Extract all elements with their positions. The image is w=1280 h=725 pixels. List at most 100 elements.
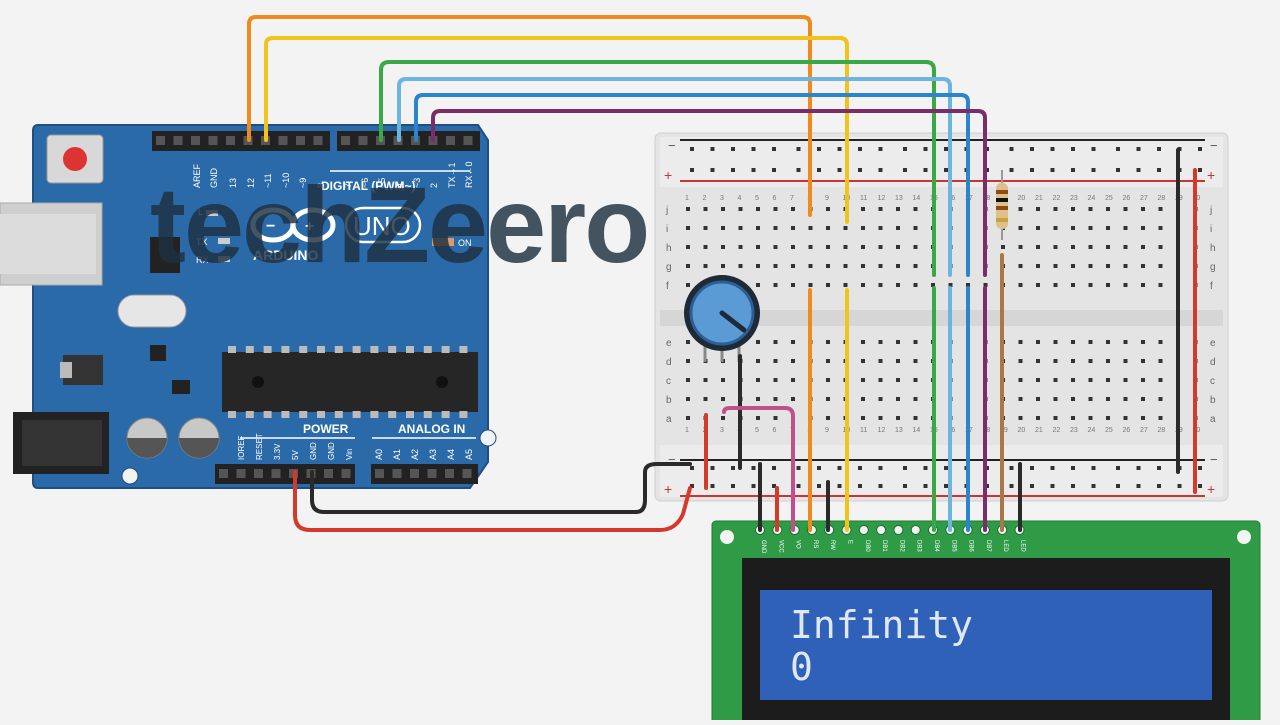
column-number-bottom: 12 (878, 427, 886, 434)
lcd-pin (858, 525, 869, 535)
power-pin-label: Vin (345, 449, 354, 460)
ic-pin (245, 346, 254, 353)
bb-hole (913, 416, 918, 420)
rail-hole (1071, 147, 1075, 151)
bb-hole (721, 207, 725, 211)
bb-hole (896, 378, 900, 382)
row-letter-left: h (666, 243, 672, 254)
bb-hole (773, 245, 778, 249)
analog-pin-label: A0 (374, 449, 384, 460)
bb-hole (1036, 340, 1040, 344)
bb-hole (1053, 359, 1058, 363)
ic-pin (317, 346, 325, 353)
header-hole (324, 469, 333, 478)
bb-hole (913, 378, 918, 382)
bb-hole (1106, 245, 1110, 249)
column-number-bottom: 6 (773, 427, 777, 434)
ic-pin (281, 346, 290, 353)
ic-pin (406, 346, 414, 353)
digital-pin-label: ~10 (281, 173, 291, 188)
bb-hole (878, 378, 883, 382)
bb-hole (913, 245, 918, 249)
column-number-bottom: 13 (895, 427, 903, 434)
bb-hole (721, 378, 725, 382)
bb-hole (1141, 283, 1145, 287)
bb-hole (1018, 378, 1023, 382)
wire-blue-pin3 (414, 93, 970, 532)
rail-hole (944, 466, 948, 470)
rail-hole (1177, 484, 1182, 488)
column-number-bottom: 3 (720, 427, 724, 434)
bb-hole (1053, 207, 1058, 211)
bb-hole (756, 245, 760, 249)
rail-hole (710, 466, 715, 470)
bb-hole (756, 226, 760, 230)
bb-hole (1106, 340, 1110, 344)
rail-hole (837, 466, 842, 470)
power-pin-label: GND (327, 442, 336, 460)
rail-hole (944, 168, 948, 172)
rail-hole (1009, 484, 1014, 488)
usb-interface-chip (150, 237, 180, 273)
column-number-top: 23 (1070, 195, 1078, 202)
row-letter-left: b (666, 395, 672, 406)
rail-hole (1050, 168, 1055, 172)
bb-hole (1053, 264, 1058, 268)
ic-pin (299, 346, 308, 353)
arduino-uno-board[interactable]: DIGITAL (PWM~) POWER ANALOG IN − + UNO A… (0, 124, 497, 489)
bb-hole (1053, 226, 1058, 230)
lcd-pin-label: LED (1020, 540, 1026, 552)
top-power-rail (660, 137, 1223, 187)
digital-pin-label: 13 (228, 178, 238, 188)
header-hole (173, 136, 183, 145)
bb-hole (756, 283, 760, 287)
tx-label: TX (196, 237, 208, 247)
analog-pin-label: A1 (392, 449, 402, 460)
digital-pin-label: 7 (343, 183, 353, 188)
lcd-pin-label: GND (760, 540, 766, 554)
lcd-pin-label: LED (1002, 540, 1008, 552)
bb-hole (843, 226, 848, 230)
led-on (432, 238, 454, 246)
header-hole (375, 469, 384, 478)
bb-hole (738, 226, 743, 230)
column-number-bottom: 26 (1123, 427, 1131, 434)
bb-hole (1088, 207, 1093, 211)
bb-hole (861, 340, 865, 344)
lcd-pin-label: DB4 (933, 540, 939, 552)
bb-hole (756, 378, 760, 382)
bb-hole (861, 378, 865, 382)
bb-hole (1018, 207, 1023, 211)
bb-hole (861, 283, 865, 287)
bb-hole (1088, 283, 1093, 287)
rail-hole (1009, 466, 1014, 470)
bb-hole (791, 264, 795, 268)
small-chip (150, 345, 166, 361)
rail-hole (1091, 466, 1096, 470)
top-plus-right: + (1207, 167, 1215, 183)
bb-hole (1141, 264, 1145, 268)
ic-dot (436, 376, 448, 388)
header-hole (341, 136, 350, 145)
bb-hole (1088, 264, 1093, 268)
bb-hole (913, 283, 918, 287)
wire-green-pin5 (379, 60, 936, 532)
bb-hole (1001, 245, 1005, 249)
bb-hole (826, 226, 830, 230)
column-number-top: 1 (685, 195, 689, 202)
bb-hole (808, 226, 813, 230)
bb-hole (1123, 340, 1128, 344)
bb-hole (791, 283, 795, 287)
column-number-top: 4 (738, 195, 742, 202)
rail-hole (1009, 168, 1014, 172)
lcd-pin-label: DB6 (968, 540, 974, 552)
bb-hole (896, 207, 900, 211)
digital-pwm-label: DIGITAL (PWM~) (321, 179, 416, 193)
potentiometer[interactable] (684, 275, 760, 362)
resistor[interactable] (996, 170, 1008, 240)
reset-button-cap[interactable] (63, 147, 87, 171)
usb-connector-inner (0, 214, 96, 274)
bb-hole (756, 397, 760, 401)
